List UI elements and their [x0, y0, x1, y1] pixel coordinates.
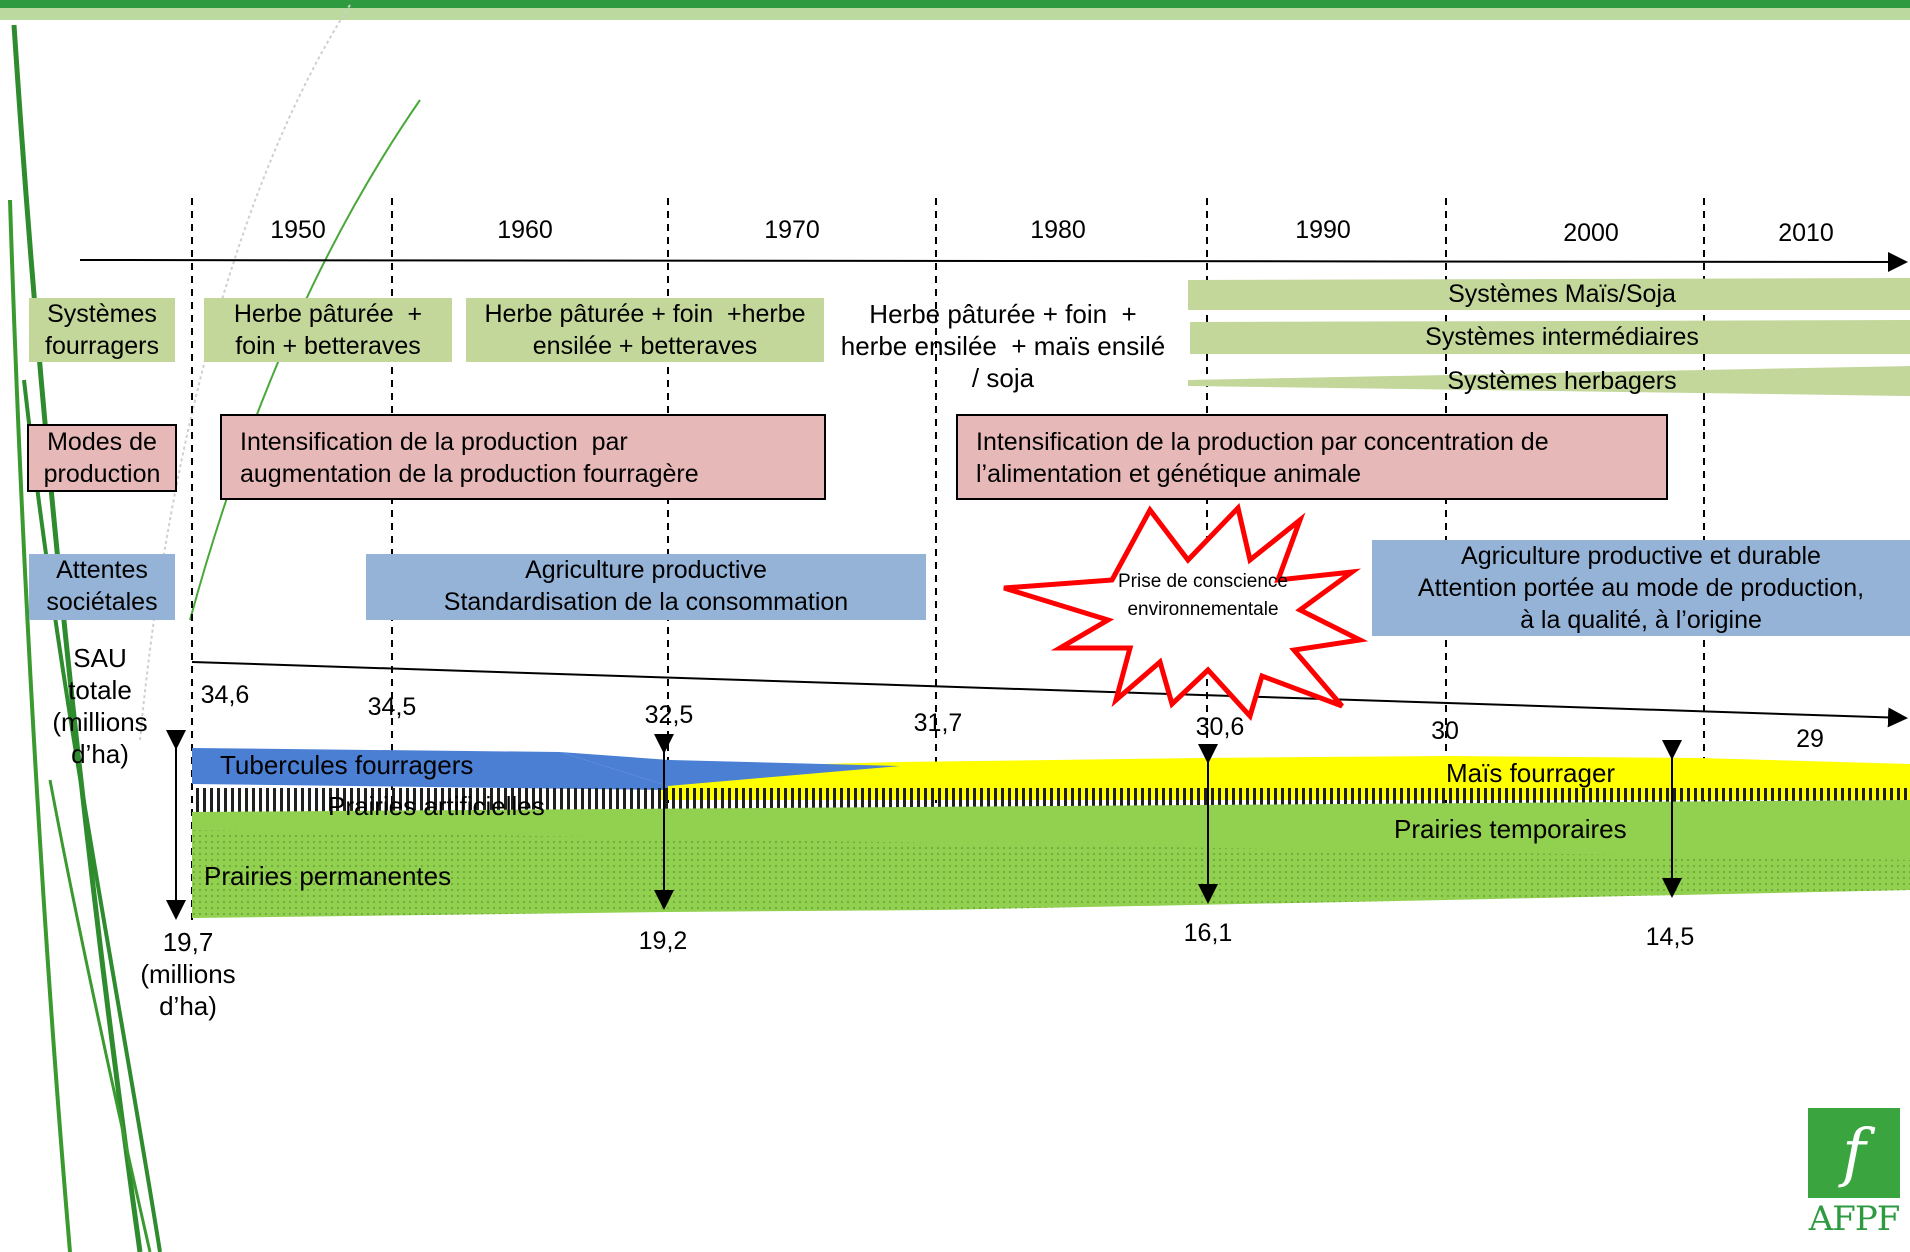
star-text: Prise de conscience environnementale — [1117, 571, 1289, 620]
afpf-logo: f AFPF — [1808, 1108, 1900, 1238]
sau-value-6: 30 — [1431, 717, 1459, 745]
band-label-permanentes: Prairies permanentes — [204, 861, 452, 891]
sfp-arrows — [166, 730, 1682, 920]
sau-value-3: 32,5 — [644, 701, 694, 729]
row-label-modes-de-production: Modes de production — [27, 424, 177, 492]
band-systemes-intermediaires — [1190, 320, 1910, 354]
attente-box-1: Agriculture productive Standardisation d… — [366, 554, 926, 620]
sfp-value-2010: 14,5 — [1645, 923, 1695, 951]
star-burst — [1003, 502, 1369, 721]
header-bar — [0, 0, 1910, 8]
band-systemes-mais-soja — [1188, 278, 1910, 310]
sfp-value-1990: 16,1 — [1183, 919, 1233, 947]
band-label-tubercules: Tubercules fourragers — [220, 750, 474, 780]
band-label-mais: Maïs fourrager — [1446, 758, 1616, 788]
sau-value-4: 31,7 — [913, 709, 963, 737]
band-label-temporaires: Prairies temporaires — [1394, 814, 1627, 844]
afpf-leaf-icon: f — [1808, 1108, 1900, 1198]
sau-value-1: 34,6 — [200, 681, 250, 709]
sau-value-7: 29 — [1796, 725, 1824, 753]
band-systemes-herbagers — [1188, 366, 1910, 396]
decade-label-1980: 1980 — [1030, 216, 1086, 244]
decade-label-1970: 1970 — [764, 216, 820, 244]
systeme-box-2: Herbe pâturée + foin +herbe ensilée + be… — [466, 298, 824, 362]
systeme-box-1: Herbe pâturée + foin + betteraves — [204, 298, 452, 362]
sau-line — [191, 661, 1908, 728]
decade-label-1990: 1990 — [1295, 216, 1351, 244]
grass-decoration — [8, 4, 421, 1252]
land-use-bands — [192, 748, 1910, 918]
row-label-sau-totale: SAU totale (millions d’ha) — [52, 643, 148, 769]
sfp-unit-label: 19,7 (millions d’ha) — [140, 927, 236, 1021]
systeme-box-3: Herbe pâturée + foin + herbe ensilée + m… — [840, 299, 1166, 393]
systeme-mais-soja-label: Systèmes Maïs/Soja — [1448, 280, 1676, 308]
band-tubercules — [192, 748, 900, 790]
decade-label-2010: 2010 — [1778, 219, 1834, 247]
attente-box-2: Agriculture productive et durable Attent… — [1372, 540, 1910, 636]
header-bar-light — [0, 8, 1910, 20]
sau-value-2: 34,5 — [367, 693, 417, 721]
decade-label-2000: 2000 — [1563, 219, 1619, 247]
decade-label-1960: 1960 — [497, 216, 553, 244]
row-label-systemes-fourragers: Systèmes fourragers — [29, 298, 175, 362]
systeme-intermediaires-label: Systèmes intermédiaires — [1425, 323, 1699, 351]
mode-box-1: Intensification de la production par aug… — [220, 414, 826, 500]
systeme-herbagers-label: Systèmes herbagers — [1447, 367, 1677, 395]
decade-label-1950: 1950 — [270, 216, 326, 244]
afpf-logo-text: AFPF — [1808, 1199, 1901, 1239]
band-prairies-permanentes-texture — [192, 830, 1910, 918]
sau-value-5: 30,6 — [1195, 713, 1245, 741]
sfp-value-1970: 19,2 — [638, 927, 688, 955]
band-label-artificielles: Prairies artificielles — [328, 791, 545, 821]
mode-box-2: Intensification de la production par con… — [956, 414, 1668, 500]
time-axis — [79, 251, 1908, 272]
row-label-attentes-societales: Attentes sociétales — [29, 554, 175, 620]
band-tubercules-taper — [560, 752, 900, 786]
